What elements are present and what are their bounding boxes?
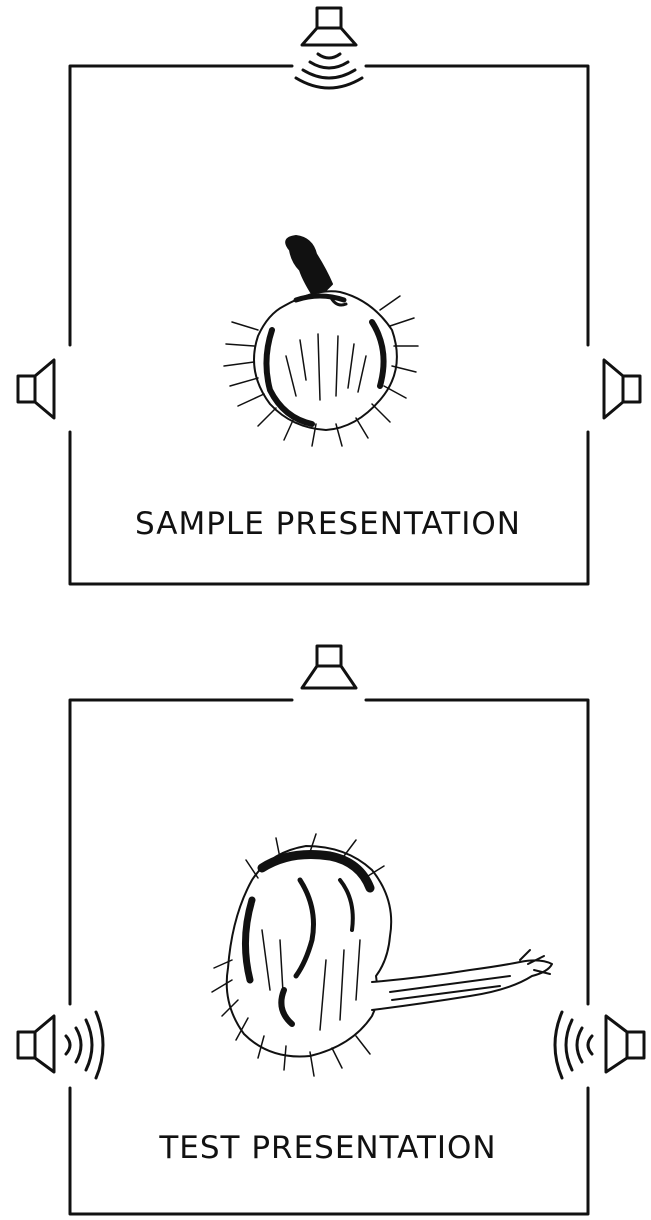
sample-presentation-label: SAMPLE PRESENTATION bbox=[135, 506, 521, 542]
test-right-sound-waves-icon bbox=[553, 1010, 594, 1080]
test-enclosure bbox=[68, 698, 590, 1216]
sample-monkey-illustration bbox=[223, 235, 419, 447]
test-left-sound-waves-icon bbox=[64, 1010, 105, 1080]
sample-right-speaker-icon bbox=[602, 358, 642, 420]
sample-panel bbox=[16, 6, 642, 586]
test-presentation-label: TEST PRESENTATION bbox=[159, 1130, 497, 1166]
sample-top-sound-waves-icon bbox=[294, 52, 364, 90]
test-panel bbox=[16, 644, 646, 1216]
test-right-speaker-icon bbox=[604, 1014, 646, 1074]
test-left-speaker-icon bbox=[16, 1014, 56, 1074]
test-top-speaker-icon bbox=[300, 644, 358, 690]
sample-left-speaker-icon bbox=[16, 358, 56, 420]
test-monkey-illustration bbox=[211, 833, 553, 1077]
sample-top-speaker-icon bbox=[300, 6, 358, 47]
sample-enclosure bbox=[68, 64, 590, 586]
